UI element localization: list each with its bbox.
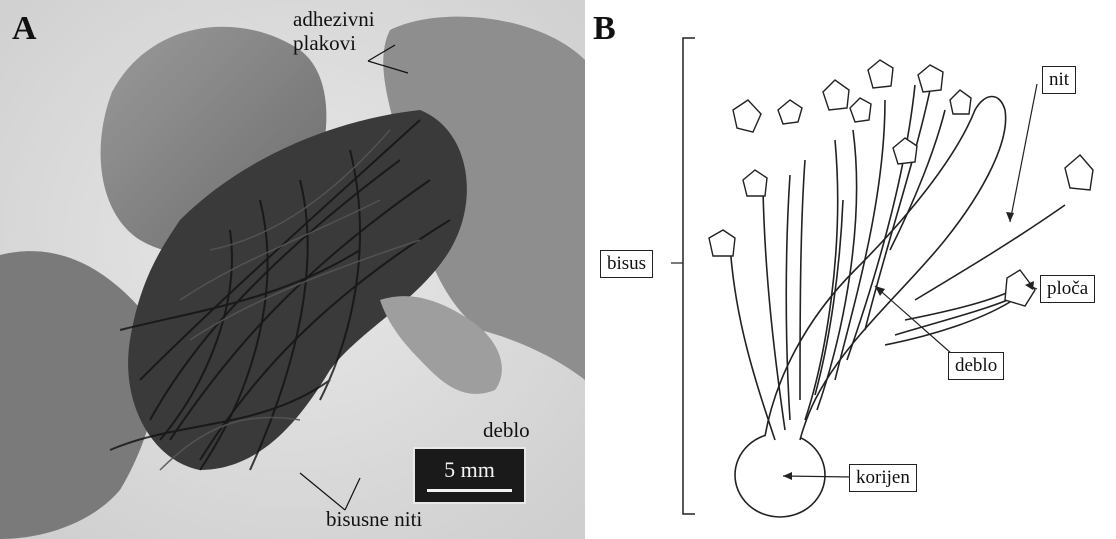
scale-bar: 5 mm <box>413 447 526 504</box>
scale-bar-label: 5 mm <box>415 457 524 483</box>
label-stem-drawing: deblo <box>948 352 1004 380</box>
panel-letter-b: B <box>593 10 616 48</box>
scale-bar-line <box>427 489 512 492</box>
label-byssus: bisus <box>600 250 653 278</box>
byssus-bracket <box>683 38 695 514</box>
byssus-drawing <box>585 0 1116 539</box>
label-adhesive-plaques-line2: plakovi <box>293 32 356 54</box>
label-byssal-threads: bisusne niti <box>326 508 422 530</box>
root-bulb <box>735 433 825 517</box>
drawing-panel: B bisus nit ploča deblo korijen <box>585 0 1116 539</box>
label-plaque: ploča <box>1040 275 1095 303</box>
panel-letter-a: A <box>12 10 37 48</box>
label-adhesive-plaques-line1: adhezivni <box>293 8 375 30</box>
photo-panel: A adhezivni plakovi deblo bisusne niti 5… <box>0 0 585 539</box>
label-root: korijen <box>849 464 917 492</box>
label-thread: nit <box>1042 66 1076 94</box>
label-stem-photo: deblo <box>483 419 530 441</box>
